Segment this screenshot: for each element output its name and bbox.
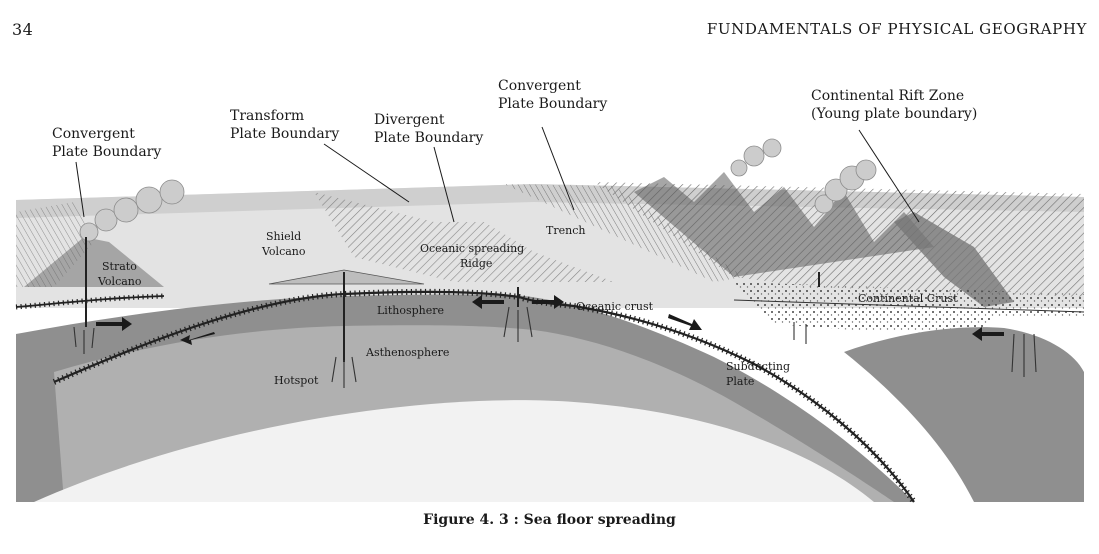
label-oceanic-crust: Oceanic crust (576, 300, 654, 313)
label-shield-1: Shield (266, 230, 301, 243)
label-convergent-right-2: Plate Boundary (498, 96, 607, 112)
label-subducting-1: Subducting (726, 360, 790, 373)
page-number: 34 (12, 20, 33, 39)
diagram-illustration: Convergent Plate Boundary Transform Plat… (14, 72, 1086, 512)
label-subducting-2: Plate (726, 375, 754, 388)
running-title: FUNDAMENTALS OF PHYSICAL GEOGRAPHY (707, 20, 1087, 38)
label-divergent-2: Plate Boundary (374, 130, 483, 146)
label-spreading-1: Oceanic spreading (420, 242, 524, 255)
label-convergent-left-1: Convergent (52, 126, 135, 142)
sea-floor-spreading-figure: Convergent Plate Boundary Transform Plat… (14, 72, 1086, 552)
label-spreading-2: Ridge (460, 257, 492, 270)
label-strato-2: Volcano (97, 275, 142, 288)
label-convergent-right-1: Convergent (498, 78, 581, 94)
label-continental-crust: Continental Crust (858, 292, 958, 305)
label-transform-2: Plate Boundary (230, 126, 339, 142)
label-trench: Trench (546, 224, 585, 237)
label-shield-2: Volcano (261, 245, 306, 258)
label-transform-1: Transform (230, 108, 304, 124)
label-strato-1: Strato (102, 260, 137, 273)
label-rift-2: (Young plate boundary) (811, 106, 977, 122)
figure-caption: Figure 4. 3 : Sea floor spreading (0, 512, 1099, 528)
label-divergent-1: Divergent (374, 112, 445, 128)
label-asthenosphere: Asthenosphere (365, 346, 449, 359)
label-hotspot: Hotspot (274, 374, 319, 387)
label-rift-1: Continental Rift Zone (811, 88, 964, 104)
label-lithosphere: Lithosphere (377, 304, 444, 317)
label-convergent-left-2: Plate Boundary (52, 144, 161, 160)
